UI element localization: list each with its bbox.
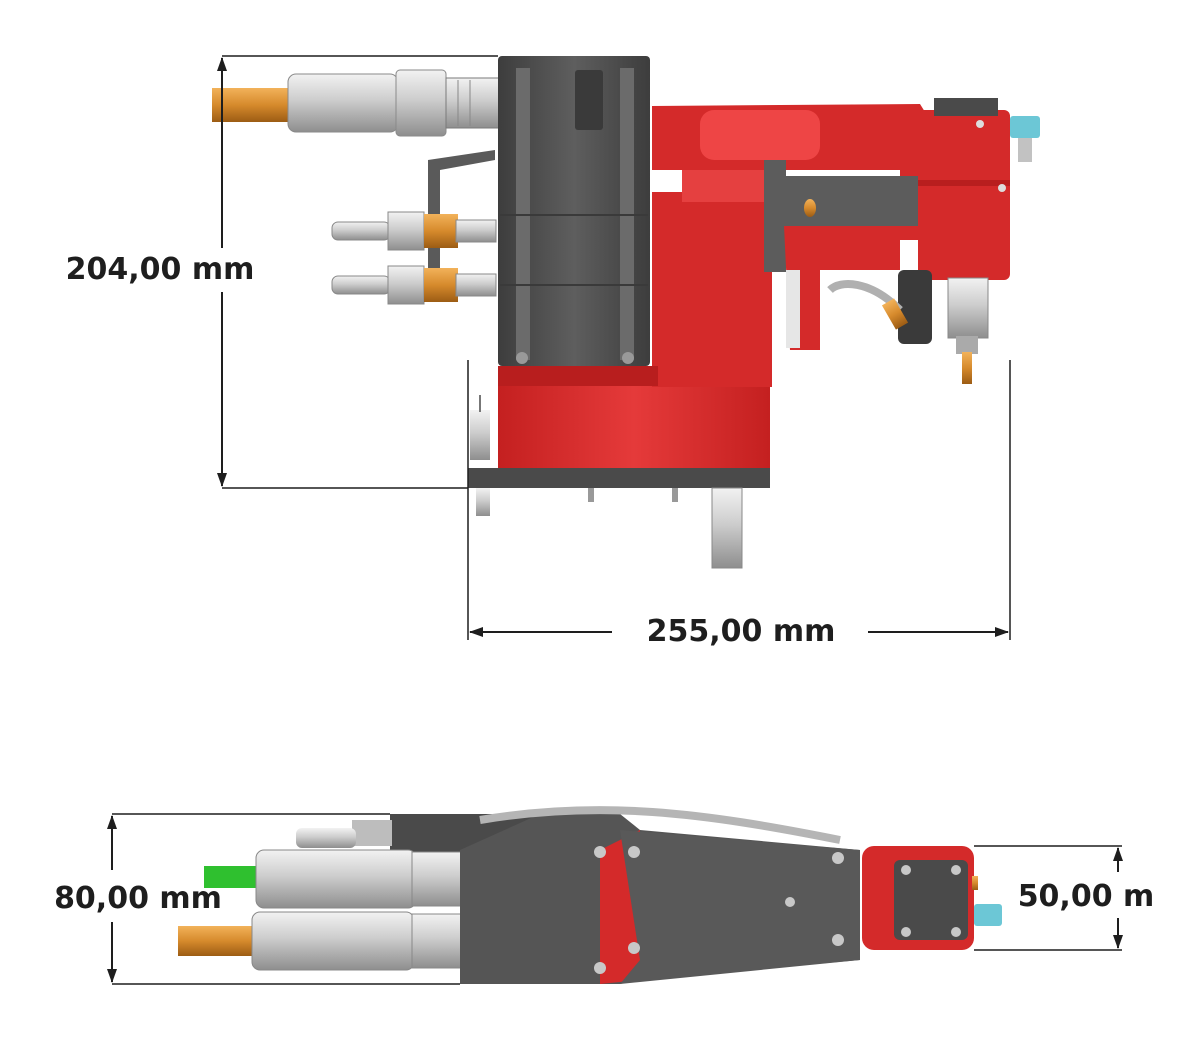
head-screw bbox=[998, 184, 1006, 192]
hose-fitting bbox=[881, 298, 909, 330]
arm-guide bbox=[764, 160, 786, 272]
top-screw bbox=[901, 927, 911, 937]
arm-lower bbox=[784, 226, 900, 350]
top-head-plate bbox=[894, 860, 968, 940]
rear-cylinder bbox=[212, 69, 501, 137]
dimension-label: 80,00 mm bbox=[54, 881, 222, 916]
cylinder-connector bbox=[445, 77, 501, 129]
top-fitting bbox=[352, 820, 392, 846]
top-screw bbox=[594, 962, 606, 974]
red-base-body bbox=[498, 162, 772, 468]
arm-highlight bbox=[700, 110, 820, 160]
head-screw bbox=[976, 120, 984, 128]
motor-housing bbox=[498, 56, 650, 366]
head-cap bbox=[934, 98, 998, 116]
dimension-label: 50,00 m bbox=[1018, 879, 1155, 914]
top-collar-lower bbox=[411, 913, 463, 969]
side-view: 204,00 mm 255,00 mm bbox=[66, 55, 1040, 649]
top-brass-shaft bbox=[178, 926, 258, 956]
top-coupling bbox=[296, 828, 356, 848]
motor-bolt bbox=[622, 352, 634, 364]
air-coupling-lower bbox=[331, 265, 497, 305]
air-coupling-upper bbox=[331, 211, 497, 251]
head-seam bbox=[918, 180, 1010, 186]
top-cylinder-upper bbox=[255, 849, 417, 909]
spindle-nut bbox=[956, 336, 978, 354]
side-sensor bbox=[470, 410, 490, 460]
top-cyan-fitting bbox=[974, 904, 1002, 926]
top-screw bbox=[832, 934, 844, 946]
top-brass-nipple bbox=[972, 876, 978, 890]
dowel bbox=[588, 488, 594, 502]
cylinder-collar bbox=[395, 69, 447, 137]
red-arm bbox=[652, 104, 930, 350]
top-screw bbox=[951, 927, 961, 937]
top-arm bbox=[620, 830, 860, 984]
base-plate bbox=[468, 395, 770, 569]
head-gearbox bbox=[827, 98, 1040, 384]
top-hose bbox=[479, 806, 841, 844]
top-screw bbox=[628, 846, 640, 858]
arm-slide bbox=[784, 176, 918, 226]
locating-pin bbox=[476, 488, 490, 516]
top-screw bbox=[594, 846, 606, 858]
arm-rod bbox=[786, 270, 800, 348]
dimension-length-side: 255,00 mm bbox=[467, 360, 1011, 649]
top-screw bbox=[832, 852, 844, 864]
top-screw bbox=[628, 942, 640, 954]
bit bbox=[962, 352, 972, 384]
motor-block bbox=[498, 56, 650, 366]
cylinder-body bbox=[287, 73, 399, 133]
grease-nipple bbox=[804, 199, 816, 217]
fitting-stem bbox=[1018, 138, 1032, 162]
spindle bbox=[947, 277, 989, 339]
base-block bbox=[498, 382, 770, 468]
top-screw bbox=[901, 865, 911, 875]
dimension-label: 255,00 mm bbox=[647, 614, 836, 649]
dimension-label: 204,00 mm bbox=[66, 252, 255, 287]
top-collar-upper bbox=[411, 851, 463, 907]
top-screw bbox=[785, 897, 795, 907]
vertical-column bbox=[652, 192, 772, 387]
cyan-fitting bbox=[1010, 116, 1040, 138]
green-wire bbox=[204, 866, 262, 888]
dowel bbox=[672, 488, 678, 502]
top-screw bbox=[951, 865, 961, 875]
brass-shaft bbox=[212, 88, 292, 122]
motor-flange bbox=[498, 366, 658, 386]
motor-slot bbox=[575, 70, 603, 130]
motor-bolt bbox=[516, 352, 528, 364]
dimension-height-side: 204,00 mm bbox=[66, 55, 498, 489]
head-clamp bbox=[898, 270, 932, 344]
dimension-height-head: 50,00 m bbox=[974, 845, 1155, 951]
drive-shaft bbox=[711, 487, 743, 569]
top-cylinder-lower bbox=[251, 911, 415, 971]
dimension-height-top: 80,00 mm bbox=[54, 813, 460, 985]
top-view: 80,00 mm 50,00 m bbox=[54, 806, 1155, 985]
